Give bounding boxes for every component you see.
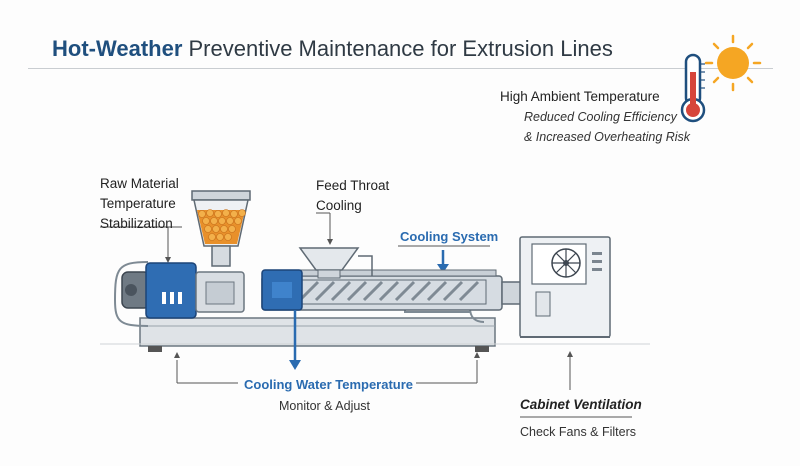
thermometer-icon [680,53,706,123]
fan-icon [551,248,581,278]
raw-material-line-2: Temperature [100,196,176,211]
title-divider [28,68,773,69]
title-rest: Preventive Maintenance for Extrusion Lin… [182,36,613,61]
raw-material-line-1: Raw Material [100,176,179,191]
cooling-system-label: Cooling System [400,229,499,244]
motor-icon [121,262,197,319]
cabinet-ventilation-sub: Check Fans & Filters [520,425,637,439]
cooling-water-label: Cooling Water Temperature [244,377,414,392]
feed-throat-hopper [298,247,373,279]
feed-throat-line-2: Cooling [316,198,362,213]
ambient-heading: High Ambient Temperature [500,89,660,104]
raw-material-line-3: Stabilization [100,216,173,231]
feed-throat-line-1: Feed Throat [316,178,390,193]
ambient-line-2: & Increased Overheating Risk [524,130,691,144]
feed-throat-callout: Feed Throat Cooling [316,176,389,216]
cooling-water-sub: Monitor & Adjust [279,399,371,413]
cabinet-ventilation-label: Cabinet Ventilation [520,397,642,412]
sun-icon [704,34,762,92]
extruder-barrel [261,269,539,311]
ambient-line-1: Reduced Cooling Efficiency [524,110,677,124]
raw-material-callout: Raw Material Temperature Stabilization [100,174,179,234]
title-bold: Hot-Weather [52,36,183,61]
electrical-cabinet [519,236,611,338]
cooling-system-arrow [437,250,449,273]
hopper-icon [191,190,251,267]
cooling-jacket [261,269,303,370]
page-title: Hot-Weather Preventive Maintenance for E… [52,36,613,62]
machine-base [100,317,650,352]
